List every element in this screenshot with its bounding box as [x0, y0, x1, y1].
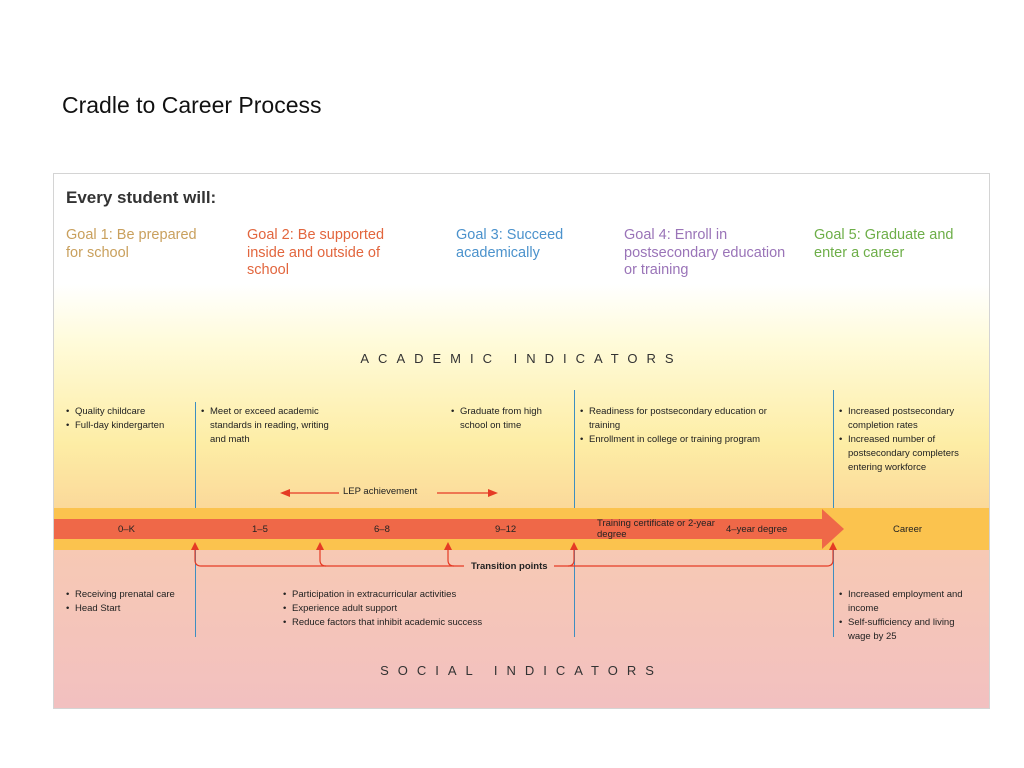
indicator-item: Head Start: [66, 602, 191, 616]
indicator-item: Graduate from high school on time: [451, 405, 559, 433]
lep-arrow-heads: [280, 489, 498, 497]
transition-arrowhead: [570, 542, 578, 550]
academic-indicators-label: ACADEMIC INDICATORS: [360, 351, 683, 366]
stage-label: 0–K: [118, 524, 135, 535]
cradle-to-career-diagram: Every student will: Goal 1: Be prepared …: [53, 173, 990, 709]
indicator-item: Quality childcare: [66, 405, 191, 419]
indicator-item: Readiness for postsecondary education or…: [580, 405, 795, 433]
transition-connector: [319, 548, 327, 567]
transition-points-label: Transition points: [471, 561, 548, 572]
indicator-item: Increased employment and income: [839, 588, 964, 616]
transition-arrowheads: [191, 542, 837, 550]
indicator-item: Enrollment in college or training progra…: [580, 433, 795, 447]
lep-left-arrowhead: [280, 489, 290, 497]
goal-3: Goal 3: Succeed academically: [456, 227, 564, 261]
social-col-2: Participation in extracurricular activit…: [283, 588, 543, 630]
goal-2: Goal 2: Be supported inside and outside …: [247, 227, 385, 278]
indicator-item: Receiving prenatal care: [66, 588, 191, 602]
academic-col-4: Readiness for postsecondary education or…: [580, 405, 795, 447]
goal-5: Goal 5: Graduate and enter a career: [814, 227, 954, 261]
indicator-item: Experience adult support: [283, 602, 543, 616]
social-col-1: Receiving prenatal care Head Start: [66, 588, 191, 616]
timeline-arrowhead: [822, 509, 844, 549]
stage-label: Training certificate or 2-year degree: [597, 518, 715, 540]
transition-bracket: [194, 548, 464, 567]
social-col-3: Increased employment and income Self-suf…: [839, 588, 964, 644]
transition-bracket: [554, 548, 834, 567]
academic-col-1: Quality childcare Full-day kindergarten: [66, 405, 191, 433]
social-indicators-label: SOCIAL INDICATORS: [380, 663, 663, 678]
indicator-item: Reduce factors that inhibit academic suc…: [283, 616, 543, 630]
stage-label: 4–year degree: [726, 524, 788, 535]
lep-right-arrowhead: [488, 489, 498, 497]
transition-arrowhead: [191, 542, 199, 550]
transition-arrowhead: [829, 542, 837, 550]
slide-title: Cradle to Career Process: [62, 92, 322, 118]
transition-connector: [447, 548, 455, 567]
indicator-item: Increased number of postsecondary comple…: [839, 433, 971, 475]
indicator-item: Self-sufficiency and living wage by 25: [839, 616, 964, 644]
stage-label: Career: [893, 524, 923, 535]
diagram-heading: Every student will:: [66, 188, 217, 207]
transition-arrowhead: [444, 542, 452, 550]
transition-connector: [567, 548, 575, 567]
indicator-item: Increased postsecondary completion rates: [839, 405, 971, 433]
indicator-item: Full-day kindergarten: [66, 419, 191, 433]
goal-1: Goal 1: Be prepared for school: [66, 227, 197, 261]
indicator-item: Meet or exceed academic standards in rea…: [201, 405, 333, 447]
timeline-arrow: [54, 519, 822, 539]
academic-col-5: Increased postsecondary completion rates…: [839, 405, 971, 475]
lep-achievement-label: LEP achievement: [343, 486, 418, 497]
goal-4: Goal 4: Enroll in postsecondary educatio…: [624, 227, 786, 278]
stage-label: 6–8: [374, 524, 390, 535]
indicator-item: Participation in extracurricular activit…: [283, 588, 543, 602]
stage-label: 1–5: [252, 524, 268, 535]
academic-col-2: Meet or exceed academic standards in rea…: [201, 405, 333, 447]
academic-col-3: Graduate from high school on time: [451, 405, 559, 433]
stage-label: 9–12: [495, 524, 517, 535]
connector-overlay: [191, 489, 837, 567]
transition-arrowhead: [316, 542, 324, 550]
